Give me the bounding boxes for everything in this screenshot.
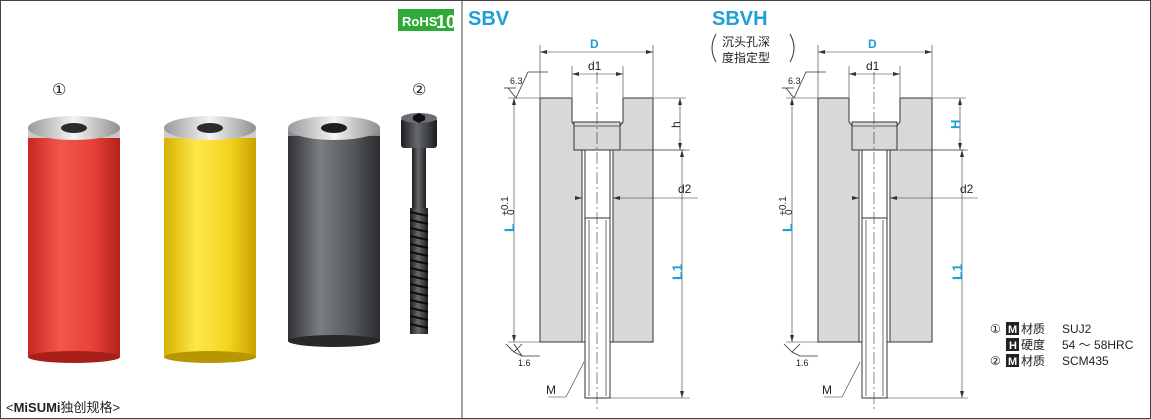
red-bushing-image bbox=[28, 116, 120, 363]
sbv-tol-upper: +0.1 bbox=[500, 196, 511, 216]
sbv-drawing: SBV D d1 h d2 bbox=[468, 8, 698, 410]
gray-bushing-image bbox=[288, 116, 380, 347]
spec-table: ① M 材质 SUJ2 H 硬度 54 ～ 58HRC ② M 材质 SCM43… bbox=[990, 322, 1134, 368]
spec-row3-label: 材质 bbox=[1021, 354, 1045, 368]
sbvh-tol-lower: 0 bbox=[784, 209, 795, 215]
svg-text:H: H bbox=[1009, 340, 1017, 352]
hardness-icon bbox=[1006, 338, 1019, 351]
sbvh-finish-top: 6.3 bbox=[788, 76, 801, 86]
spec-row2-value: 54 ～ 58HRC bbox=[1062, 338, 1134, 352]
spec-row3-num: ② bbox=[990, 354, 1001, 368]
sbvh-dim-L: L bbox=[779, 223, 795, 232]
rohs-badge: RoHS 10 bbox=[398, 9, 456, 32]
svg-text:M: M bbox=[1008, 324, 1017, 336]
sbvh-dim-D: D bbox=[868, 37, 877, 51]
sbv-finish-bottom: 1.6 bbox=[518, 358, 531, 368]
sbvh-dim-H: H bbox=[948, 120, 963, 129]
sbvh-tol-upper: +0.1 bbox=[778, 196, 789, 216]
bolt-image bbox=[401, 113, 437, 334]
marker-1: ① bbox=[52, 82, 66, 99]
material-icon bbox=[1006, 322, 1019, 335]
spec-row1-num: ① bbox=[990, 322, 1001, 336]
sbvh-finish-bottom: 1.6 bbox=[796, 358, 809, 368]
rohs-number: 10 bbox=[436, 12, 456, 32]
sbv-dim-d2: d2 bbox=[678, 182, 692, 196]
sbvh-drawing: SBVH 沉头孔深 度指定型 D d1 H d2 bbox=[711, 8, 978, 410]
sbvh-dim-d2: d2 bbox=[960, 182, 974, 196]
sbvh-note-line2: 度指定型 bbox=[722, 50, 770, 65]
sbvh-title: SBVH bbox=[712, 8, 768, 30]
rohs-label: RoHS bbox=[402, 14, 438, 29]
spec-row3-value: SCM435 bbox=[1062, 354, 1109, 368]
sbv-dim-D: D bbox=[590, 37, 599, 51]
sbv-thread: M bbox=[546, 383, 556, 397]
sbv-finish-top: 6.3 bbox=[510, 76, 523, 86]
material-icon bbox=[1006, 354, 1019, 367]
sbv-dim-d1: d1 bbox=[588, 59, 602, 73]
sbvh-note-line1: 沉头孔深 bbox=[722, 35, 770, 49]
sbvh-dim-L1: L1 bbox=[949, 263, 965, 280]
sbv-tol-lower: 0 bbox=[506, 209, 517, 215]
svg-text:M: M bbox=[1008, 356, 1017, 368]
bolt-thread bbox=[409, 208, 429, 334]
sbv-dim-L1: L1 bbox=[669, 263, 685, 280]
spec-row1-value: SUJ2 bbox=[1062, 322, 1092, 336]
marker-2: ② bbox=[412, 82, 426, 99]
sbvh-dim-d1: d1 bbox=[866, 59, 880, 73]
spec-row1-label: 材质 bbox=[1021, 322, 1045, 336]
yellow-bushing-image bbox=[164, 116, 256, 363]
sbv-dim-h: h bbox=[669, 121, 683, 128]
sbvh-thread: M bbox=[822, 383, 832, 397]
sbv-dim-L: L bbox=[501, 223, 517, 232]
sbv-title: SBV bbox=[468, 8, 510, 30]
spec-row2-label: 硬度 bbox=[1021, 337, 1045, 352]
caption: <MiSUMi独创规格> bbox=[6, 400, 120, 415]
